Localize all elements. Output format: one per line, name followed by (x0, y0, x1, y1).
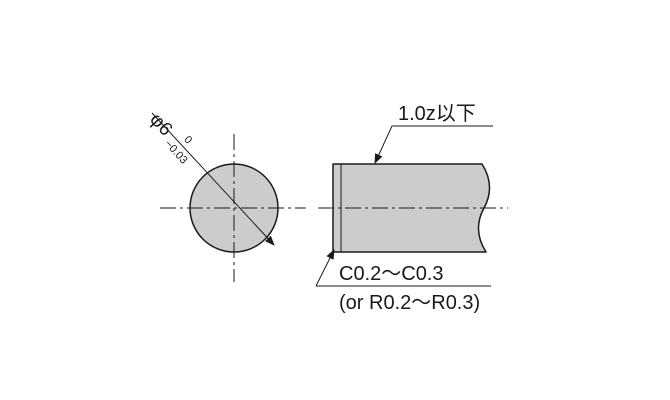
diameter-leader-line (151, 112, 275, 246)
chamfer-note-callout: C0.2～C0.3 (or R0.2～R0.3) (315, 249, 491, 314)
chamfer-note: C0.2～C0.3 (339, 263, 444, 285)
tolerance-upper: 0 (181, 134, 194, 147)
surface-leader-line (374, 125, 493, 164)
diameter-value: φ6 (145, 109, 176, 140)
alternate-note: (or R0.2～R0.3) (339, 292, 480, 314)
side-view (318, 163, 508, 253)
circle-view (151, 112, 306, 282)
chamfer-arrow-line (315, 249, 335, 287)
surface-note-callout: 1.0z以下 (374, 103, 493, 164)
surface-note: 1.0z以下 (398, 103, 476, 125)
